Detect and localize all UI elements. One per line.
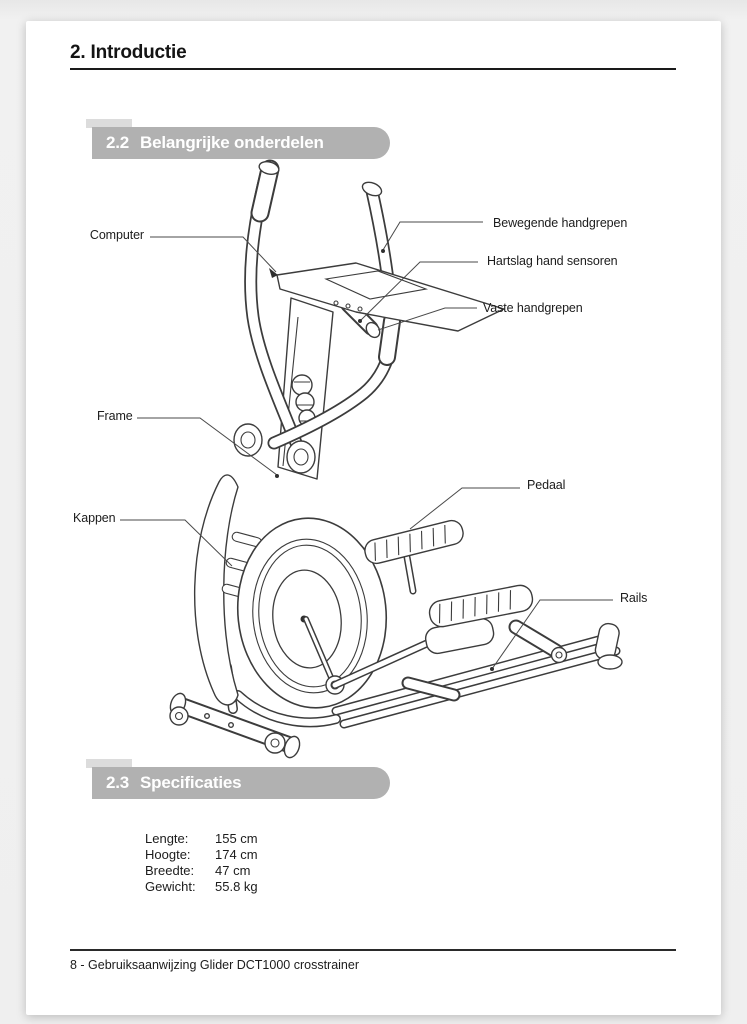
section-title: Belangrijke onderdelen [140,133,324,152]
manual-page: 2. Introductie 2.2 Belangrijke onderdelen [26,21,721,1015]
spec-value: 155 cm [215,831,258,846]
diagram-label-frame: Frame [97,409,133,423]
spec-label: Hoogte: [145,846,191,862]
spec-row-hoogte: Hoogte: 174 cm [145,847,258,863]
spec-row-breedte: Breedte: 47 cm [145,863,258,879]
diagram-label-pedaal: Pedaal [527,478,566,492]
footer-divider [70,949,676,951]
diagram-label-computer: Computer [89,228,144,242]
page-footer: 8 - Gebruiksaanwijzing Glider DCT1000 cr… [70,958,360,972]
spec-row-lengte: Lengte: 155 cm [145,831,258,847]
leader-bewegende-handgrepen [382,221,483,251]
section-header-belangrijke-onderdelen: 2.2 Belangrijke onderdelen [92,127,390,159]
spec-value: 55.8 kg [215,878,258,894]
title-divider [70,68,676,70]
specifications-table: Lengte: 155 cm Hoogte: 174 cm Breedte: 4… [145,831,258,895]
diagram-label-vaste-handgrepen: Vaste handgrepen [483,301,583,315]
diagram-label-bewegende-handgrepen: Bewegende handgrepen [493,216,628,230]
spec-label: Breedte: [145,862,195,878]
section-header-specificaties: 2.3 Specificaties [92,767,390,799]
spec-label: Gewicht: [145,878,196,894]
section-number: 2.3 [106,773,130,792]
spec-row-gewicht: Gewicht: 55.8 kg [145,879,258,895]
machine-drawing [169,159,623,759]
diagram-label-kappen: Kappen [73,511,116,525]
leader-kappen [120,519,233,567]
leader-lines [120,221,613,671]
diagram-label-hartslag-hand-sensoren: Hartslag hand sensoren [487,254,618,268]
crosstrainer-illustration [120,159,623,759]
spec-label: Lengte: [145,831,189,846]
section-number: 2.2 [106,133,130,152]
leader-pedaal [409,487,520,530]
leader-frame [137,417,278,476]
leader-computer [150,236,277,273]
diagram-label-rails: Rails [620,591,648,605]
spec-value: 174 cm [215,846,258,862]
section-title: Specificaties [140,773,242,792]
spec-value: 47 cm [215,862,251,878]
section-banner-tab [86,759,132,768]
leader-computer-arrow [269,268,278,278]
page-title: 2. Introductie [70,42,187,63]
section-banner-tab [86,119,132,128]
leader-vaste-handgrepen [377,307,477,331]
leader-rails [491,599,613,670]
leader-hartslag-sensoren [359,261,478,322]
